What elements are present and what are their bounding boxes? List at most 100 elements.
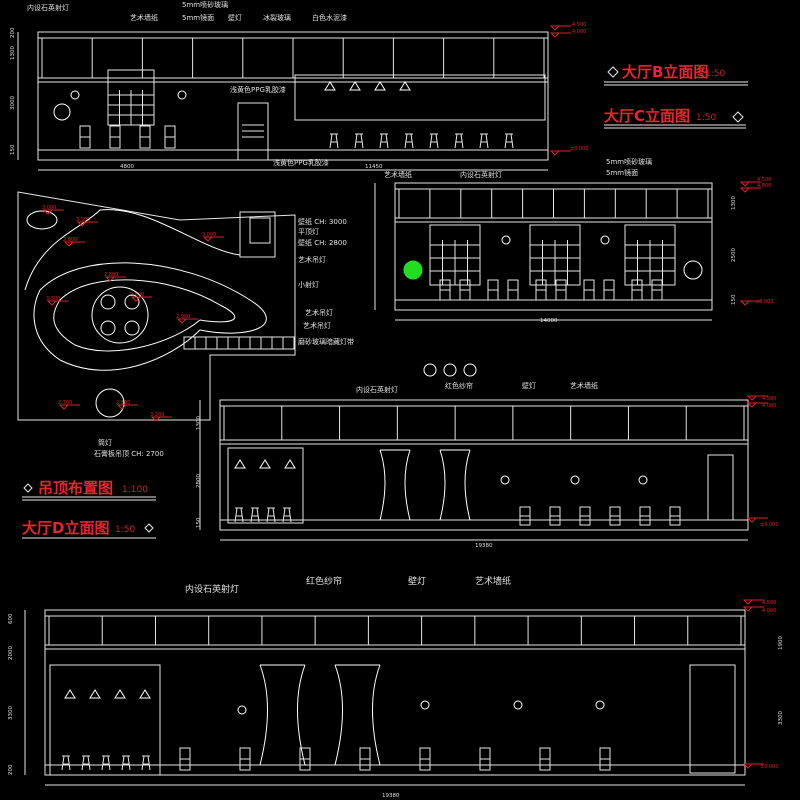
level-mark: 4.500 — [757, 177, 771, 183]
title-c-scale: 1:50 — [696, 113, 716, 123]
level-mark: ±0.000 — [760, 764, 779, 770]
curtain-icon — [334, 664, 381, 766]
elevation-bottom: 内设石英射灯 红色纱帘 壁灯 艺术墙纸 19380 600 2000 3300 … — [8, 575, 784, 799]
pendant-lamp-icon — [500, 475, 510, 485]
dimension: 600 — [8, 613, 14, 624]
hanging-lamp-icon — [324, 81, 336, 91]
label: 5mm喷砂玻璃 — [606, 157, 652, 166]
label: 内设石英射灯 — [27, 3, 69, 12]
callout: 壁纸 CH: 3000 — [298, 217, 347, 226]
label: 白色水泥漆 — [312, 13, 347, 22]
dimension: 150 — [196, 517, 202, 528]
dimension: 1900 — [778, 636, 784, 650]
ceiling-dome — [91, 286, 149, 344]
level-marker-icon — [739, 300, 751, 306]
line — [81, 755, 85, 771]
line — [435, 133, 439, 149]
callout: 磨砂玻璃暗藏灯带 — [298, 337, 354, 346]
ceiling-level: 3.300 — [76, 217, 90, 223]
hanging-lamp-icon — [349, 81, 361, 91]
ceiling-level: 2.800 — [130, 292, 144, 298]
hanging-lamp-icon — [234, 459, 246, 469]
outline — [249, 217, 271, 244]
ceiling-curve — [53, 279, 236, 352]
title-c: 大厅C立面图 1:50 — [604, 107, 746, 129]
line — [404, 133, 408, 149]
pendant-lamp-icon — [595, 700, 605, 710]
outline — [227, 336, 240, 350]
callout: 壁纸 CH: 2800 — [298, 238, 347, 247]
outline — [271, 336, 284, 350]
ceiling-level: 3.000 — [202, 232, 216, 238]
line — [410, 133, 414, 149]
hanging-lamp-icon — [139, 689, 151, 699]
line — [360, 133, 364, 149]
title-d: 大厅D立面图 1:50 — [22, 519, 156, 539]
title-c-name: 大厅C立面图 — [604, 107, 690, 125]
level-marker-icon — [739, 181, 751, 187]
line — [385, 133, 389, 149]
outline — [294, 74, 546, 121]
label: 5mm镜面 — [606, 168, 638, 177]
callout: 平顶灯 — [298, 227, 319, 236]
line — [121, 755, 125, 771]
dimension: 2000 — [8, 646, 14, 660]
outline — [44, 609, 746, 776]
circle-mark — [463, 363, 477, 377]
ceiling-plan: 壁纸 CH: 3000 平顶灯 壁纸 CH: 2800 艺术吊灯 小射灯 艺术吊… — [42, 205, 354, 458]
plant-icon — [403, 260, 423, 280]
outline — [260, 336, 273, 350]
title-d-scale: 1:50 — [115, 525, 135, 535]
outline — [205, 336, 218, 350]
ceiling-level: 2.700 — [58, 400, 72, 406]
elevation-d: 内设石英射灯 红色纱帘 壁灯 艺术墙纸 19380 1300 2800 150 … — [196, 381, 779, 549]
line — [288, 507, 292, 523]
line — [67, 755, 71, 771]
outline — [689, 664, 736, 774]
title-b-scale: 1:50 — [705, 69, 725, 79]
callout: 艺术吊灯 — [303, 321, 331, 330]
level-mark: 4.000 — [762, 608, 776, 614]
outline — [282, 336, 295, 350]
hanging-lamp-icon — [374, 81, 386, 91]
art-chandelier-icon — [124, 294, 140, 310]
level-mark: ±0.000 — [760, 522, 779, 528]
title-d-name: 大厅D立面图 — [22, 519, 109, 537]
label: 5mm镜面 — [182, 13, 214, 22]
pendant-lamp-icon — [570, 475, 580, 485]
drawing-lines — [17, 25, 768, 786]
dimension: 2500 — [731, 248, 737, 262]
circle-mark — [443, 363, 457, 377]
label: 内设石英射灯 — [460, 170, 502, 179]
callout: 筒灯 — [98, 438, 112, 447]
line — [272, 507, 276, 523]
line — [479, 133, 483, 149]
art-chandelier-icon — [100, 320, 116, 336]
curtain-icon — [439, 449, 471, 521]
line — [127, 755, 131, 771]
pendant-lamp-icon — [638, 475, 648, 485]
dimension: 14000 — [540, 318, 558, 324]
line — [460, 133, 464, 149]
dimension: 2800 — [196, 474, 202, 488]
outline — [194, 336, 207, 350]
callout: 石膏板吊顶 CH: 2700 — [94, 449, 164, 458]
level-mark: 4.500 — [572, 22, 586, 28]
label: 冰裂玻璃 — [263, 13, 291, 22]
label: 浅黄色PPG乳胶漆 — [230, 85, 286, 94]
line — [485, 133, 489, 149]
dimension: 4800 — [120, 164, 134, 170]
ceiling-round — [95, 388, 125, 418]
outline — [216, 336, 229, 350]
hanging-lamp-icon — [89, 689, 101, 699]
ceiling-curve — [33, 262, 267, 371]
label: 壁灯 — [522, 381, 536, 390]
hanging-lamp-icon — [284, 459, 296, 469]
line — [141, 755, 145, 771]
level-mark: ±0.000 — [755, 299, 774, 305]
level-marker-icon — [746, 402, 758, 408]
line — [504, 133, 508, 149]
level-marker-icon — [746, 395, 758, 401]
label: 红色纱帘 — [306, 575, 342, 587]
